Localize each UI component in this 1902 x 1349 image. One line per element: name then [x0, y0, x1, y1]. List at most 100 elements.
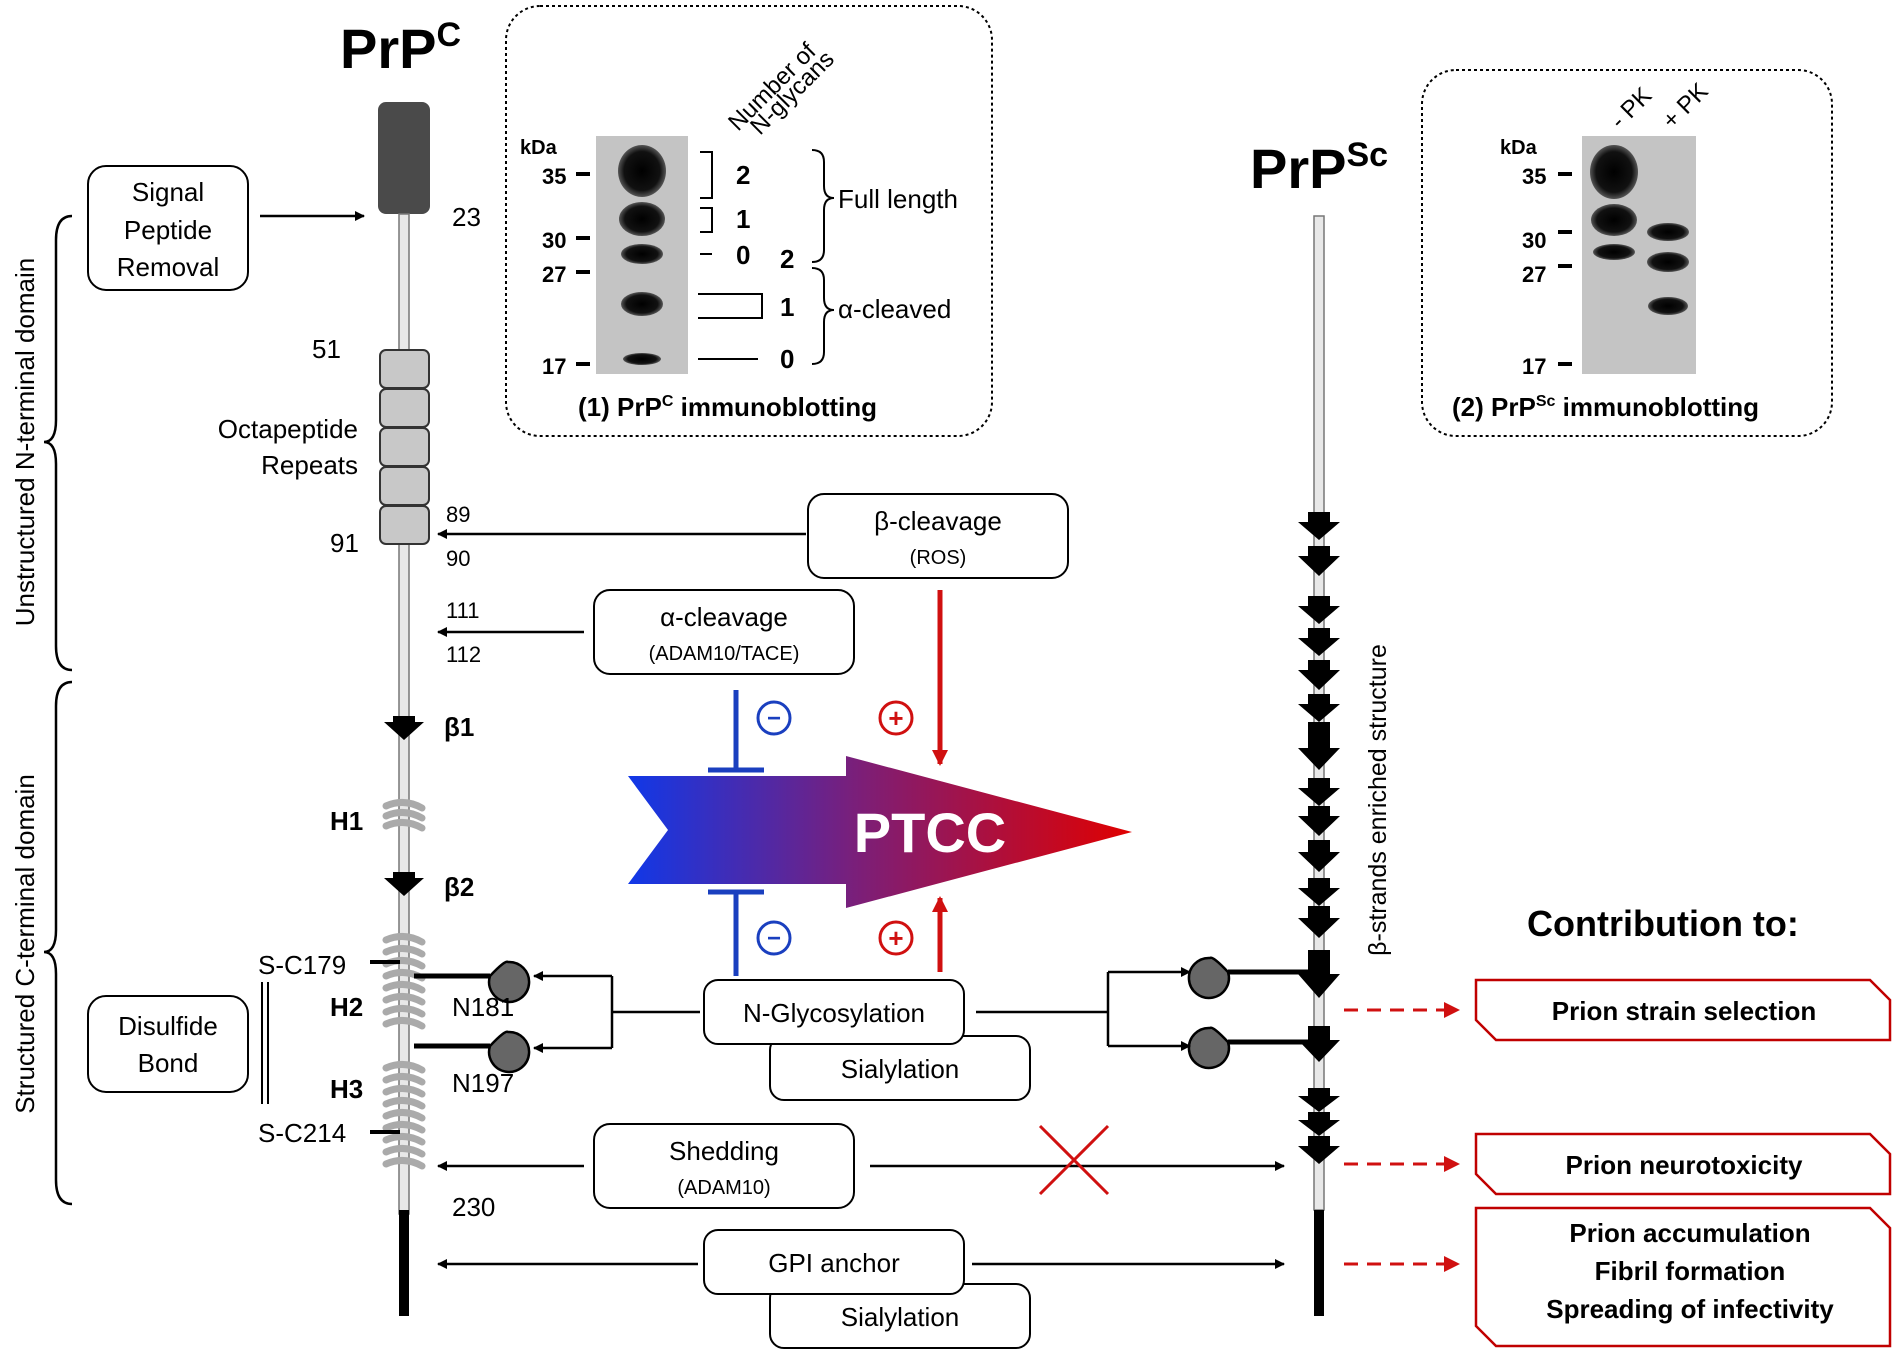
alpha-cleaved-label: α-cleaved	[838, 294, 951, 324]
blot2-frame	[1421, 69, 1833, 437]
svg-text:30: 30	[1522, 228, 1546, 253]
beta2-strand	[384, 872, 424, 896]
c179-label: S-C179	[258, 950, 346, 980]
n-terminal-label: Unstructured N-terminal domain	[10, 258, 40, 626]
blot1-kda: kDa	[520, 137, 558, 159]
residue-230: 230	[452, 1192, 495, 1222]
residue-51: 51	[312, 334, 341, 364]
svg-text:Sialylation: Sialylation	[841, 1302, 960, 1332]
sc-structure-label: β-strands enriched structure	[1364, 644, 1392, 956]
glycan-n181	[487, 960, 531, 1004]
svg-text:Removal: Removal	[117, 252, 220, 282]
disulfide-box	[87, 995, 249, 1093]
lane-plus-pk: + PK	[1657, 78, 1713, 134]
svg-text:Peptide: Peptide	[124, 215, 212, 245]
svg-text:0: 0	[736, 240, 750, 270]
gpi-anchor-box	[703, 1229, 965, 1295]
full-length-label: Full length	[838, 184, 958, 214]
h3-label: H3	[330, 1074, 363, 1104]
svg-text:Spreading of infectivity: Spreading of infectivity	[1546, 1294, 1834, 1324]
svg-text:Sialylation: Sialylation	[841, 1054, 960, 1084]
svg-text:β-cleavage: β-cleavage	[874, 506, 1002, 536]
svg-text:Shedding: Shedding	[669, 1136, 779, 1166]
svg-text:17: 17	[542, 354, 566, 379]
svg-text:17: 17	[1522, 354, 1546, 379]
n181-label: N181	[452, 992, 514, 1022]
residue-23: 23	[452, 202, 481, 232]
svg-text:GPI anchor: GPI anchor	[768, 1248, 900, 1278]
svg-text:Signal: Signal	[132, 177, 204, 207]
svg-text:(ADAM10): (ADAM10)	[677, 1177, 770, 1199]
ptcc-label: PTCC	[854, 801, 1006, 864]
helix-h1	[382, 799, 426, 832]
svg-text:Prion neurotoxicity: Prion neurotoxicity	[1566, 1150, 1803, 1180]
svg-text:+: +	[888, 923, 903, 953]
svg-text:35: 35	[542, 164, 566, 189]
contribution-title: Contribution to:	[1527, 903, 1799, 944]
h1-label: H1	[330, 806, 363, 836]
n-terminal-brace	[43, 214, 73, 672]
ptcc-arrow	[628, 756, 1132, 908]
blot2-kda: kDa	[1500, 137, 1538, 159]
svg-text:(ADAM10/TACE): (ADAM10/TACE)	[649, 643, 800, 665]
prpsc-title: PrPSc	[1250, 136, 1388, 200]
svg-text:1: 1	[780, 292, 794, 322]
lane-minus-pk: - PK	[1605, 82, 1657, 134]
svg-text:Disulfide: Disulfide	[118, 1011, 218, 1041]
contribution-box-2	[1474, 1132, 1892, 1196]
alpha-cleavage-box	[593, 589, 855, 675]
svg-text:30: 30	[542, 228, 566, 253]
signal-peptide-block	[378, 102, 430, 214]
signal-peptide-box	[87, 165, 249, 291]
beta-cleavage-box	[807, 493, 1069, 579]
octapeptide-repeats	[379, 349, 430, 545]
residue-111: 111	[446, 598, 479, 623]
blot1-caption: (1) PrPC immunoblotting	[578, 392, 877, 422]
contribution-box-3	[1474, 1206, 1892, 1348]
c-terminal-brace	[43, 680, 73, 1206]
helix-h2	[382, 933, 426, 1030]
svg-text:+: +	[888, 703, 903, 733]
residue-90: 90	[446, 546, 470, 571]
residue-91: 91	[330, 528, 359, 558]
svg-text:27: 27	[1522, 262, 1546, 287]
contribution-box-1	[1474, 978, 1892, 1042]
helix-h3	[382, 1061, 426, 1170]
svg-text:2: 2	[736, 160, 750, 190]
block-cross-b	[1038, 1124, 1110, 1196]
gpi-tail-prpc	[399, 1210, 409, 1316]
prpc-title: PrPC	[340, 16, 461, 80]
svg-text:0: 0	[780, 344, 794, 374]
svg-text:2: 2	[780, 244, 794, 274]
c214-label: S-C214	[258, 1118, 346, 1148]
svg-text:Fibril formation: Fibril formation	[1595, 1256, 1786, 1286]
blot1-frame	[505, 5, 993, 437]
blot2-caption: (2) PrPSc immunoblotting	[1452, 392, 1759, 422]
gpi-tail-prpsc	[1314, 1210, 1324, 1316]
residue-89: 89	[446, 502, 470, 527]
svg-text:Bond: Bond	[138, 1048, 199, 1078]
h2-label: H2	[330, 992, 363, 1022]
svg-text:(ROS): (ROS)	[910, 547, 967, 569]
svg-text:−: −	[767, 925, 781, 952]
svg-text:α-cleavage: α-cleavage	[660, 602, 788, 632]
beta1-label: β1	[444, 712, 474, 742]
octapeptide-label: Octapeptide	[218, 414, 358, 444]
svg-text:N-Glycosylation: N-Glycosylation	[743, 998, 925, 1028]
svg-text:1: 1	[736, 204, 750, 234]
n197-label: N197	[452, 1068, 514, 1098]
shedding-box	[593, 1123, 855, 1209]
svg-text:27: 27	[542, 262, 566, 287]
residue-112: 112	[446, 642, 481, 667]
svg-text:Prion accumulation: Prion accumulation	[1569, 1218, 1810, 1248]
svg-text:−: −	[767, 705, 781, 732]
beta2-label: β2	[444, 872, 474, 902]
c-terminal-label: Structured C-terminal domain	[10, 774, 40, 1114]
n-glycosylation-box	[703, 979, 965, 1045]
svg-text:Prion strain selection: Prion strain selection	[1552, 996, 1816, 1026]
svg-text:35: 35	[1522, 164, 1546, 189]
beta1-strand	[384, 716, 424, 740]
glycan-n197	[487, 1030, 531, 1074]
prpsc-beta-strands	[1298, 512, 1340, 1164]
